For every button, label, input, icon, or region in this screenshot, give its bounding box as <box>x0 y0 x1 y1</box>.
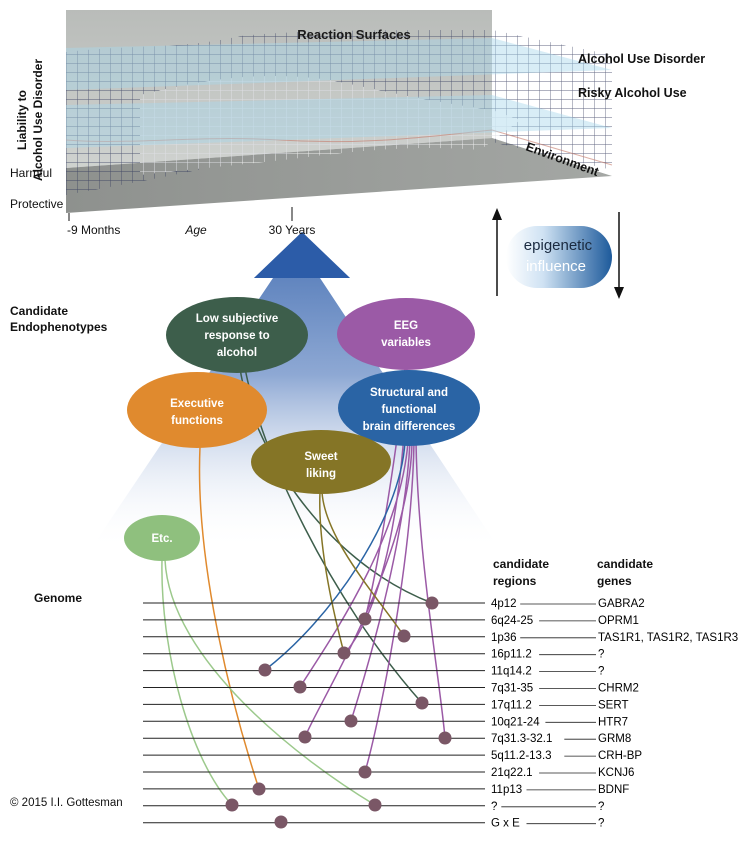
dot-7q31 <box>293 680 307 694</box>
region-label: 11q14.2 <box>491 666 532 678</box>
gene-label: CHRM2 <box>598 683 639 695</box>
risky-surface-label: Risky Alcohol Use <box>578 86 687 100</box>
dot-11p13 <box>252 782 266 796</box>
dot-unknown-1 <box>225 798 239 812</box>
gene-label: ? <box>598 801 604 813</box>
region-label: 11p13 <box>491 784 522 796</box>
sweet-line1: Sweet <box>304 451 337 463</box>
genome-lines <box>143 602 485 824</box>
structural-line3: brain differences <box>363 421 456 433</box>
region-label: 7q31.3-32.1 <box>491 733 552 745</box>
etc-line1: Etc. <box>151 533 172 545</box>
reaction-surface-panel <box>65 10 613 213</box>
region-label: 21q22.1 <box>491 767 533 779</box>
epigenetic-pill <box>506 226 612 288</box>
dot-6q24 <box>358 612 372 626</box>
time-end-label: 30 Years <box>269 223 316 237</box>
sweet-line2: liking <box>306 468 336 480</box>
gene-label: TAS1R1, TAS1R2, TAS1R3 <box>598 632 738 644</box>
region-label: 1p36 <box>491 632 517 644</box>
reaction-surfaces-title: Reaction Surfaces <box>297 27 410 42</box>
gene-label: ? <box>598 649 604 661</box>
regions-header-line1: candidate <box>493 557 549 571</box>
gene-label: OPRM1 <box>598 615 639 627</box>
endophenotypes-line2: Endophenotypes <box>10 320 108 334</box>
eeg-line2: variables <box>381 337 431 349</box>
ellipse-eeg <box>337 298 475 370</box>
region-label: 7q31-35 <box>491 683 533 695</box>
floor <box>66 138 612 213</box>
dot-10q21 <box>344 714 358 728</box>
regions-header-line2: regions <box>493 574 537 588</box>
gene-label: KCNJ6 <box>598 767 634 779</box>
epigenetic-line2: influence <box>526 258 586 275</box>
genes-header-line2: genes <box>597 574 632 588</box>
genome-rows: 4p12 GABRA2 6q24-25 OPRM1 1p36 TAS1R1, TAS1R2… <box>491 598 738 830</box>
low-response-line2: response to <box>204 330 269 342</box>
region-label: 4p12 <box>491 598 517 610</box>
y-axis-label-line1: Liability to <box>15 90 29 150</box>
aud-surface-label: Alcohol Use Disorder <box>578 52 705 66</box>
aud-plane <box>66 38 612 90</box>
genes-header-line1: candidate <box>597 557 653 571</box>
gene-label: HTR7 <box>598 716 628 728</box>
upward-arrow <box>90 232 500 550</box>
gene-label: ? <box>598 666 604 678</box>
risky-plane <box>66 95 612 148</box>
gene-dots <box>225 596 452 829</box>
harmful-label: Harmful <box>10 166 52 180</box>
mesh-surface-bright <box>140 75 520 175</box>
low-response-line1: Low subjective <box>196 313 278 325</box>
dot-5q11 <box>298 730 312 744</box>
dot-16p11 <box>337 646 351 660</box>
dot-1p36 <box>397 629 411 643</box>
epigenetic-line1: epigenetic <box>524 237 593 254</box>
gene-label: GABRA2 <box>598 598 645 610</box>
up-arrow-icon <box>492 208 502 220</box>
connection-curves <box>161 367 446 806</box>
gene-label: BDNF <box>598 784 629 796</box>
structural-line1: Structural and <box>370 387 448 399</box>
low-response-line3: alcohol <box>217 347 257 359</box>
epigenetic-group <box>492 208 624 299</box>
region-label: ? <box>491 801 497 813</box>
dot-7q31-3 <box>438 731 452 745</box>
dot-unknown-2 <box>368 798 382 812</box>
executive-line2: functions <box>171 415 223 427</box>
dot-11q14 <box>258 663 272 677</box>
protective-label: Protective <box>10 197 64 211</box>
ellipse-executive <box>127 372 267 448</box>
region-label: 5q11.2-13.3 <box>491 750 552 762</box>
copyright: © 2015 I.I. Gottesman <box>10 797 123 809</box>
gene-label: GRM8 <box>598 733 631 745</box>
gene-label: SERT <box>598 699 628 711</box>
down-arrow-icon <box>614 287 624 299</box>
ellipse-sweet <box>251 430 391 494</box>
structural-line2: functional <box>382 404 437 416</box>
gene-label: ? <box>598 818 604 830</box>
dot-4p12 <box>425 596 439 610</box>
region-label: 17q11.2 <box>491 699 532 711</box>
ellipse-etc <box>124 515 200 561</box>
dot-21q22 <box>358 765 372 779</box>
genome-label: Genome <box>34 591 82 605</box>
executive-line1: Executive <box>170 398 224 410</box>
region-label: 10q21-24 <box>491 716 540 728</box>
region-label: 6q24-25 <box>491 615 533 627</box>
region-label: 16p11.2 <box>491 649 532 661</box>
gene-label: CRH-BP <box>598 750 642 762</box>
endophenotypes-line1: Candidate <box>10 304 68 318</box>
dot-gxe <box>274 815 288 829</box>
ellipse-low-response <box>166 297 308 373</box>
ellipse-structural <box>338 370 480 446</box>
region-label: G x E <box>491 818 520 830</box>
time-start-label: -9 Months <box>67 223 120 237</box>
y-axis-label-line2: Alcohol Use Disorder <box>31 59 45 181</box>
dot-17q11 <box>415 696 429 710</box>
time-middle-label: Age <box>184 223 207 237</box>
eeg-line1: EEG <box>394 320 418 332</box>
